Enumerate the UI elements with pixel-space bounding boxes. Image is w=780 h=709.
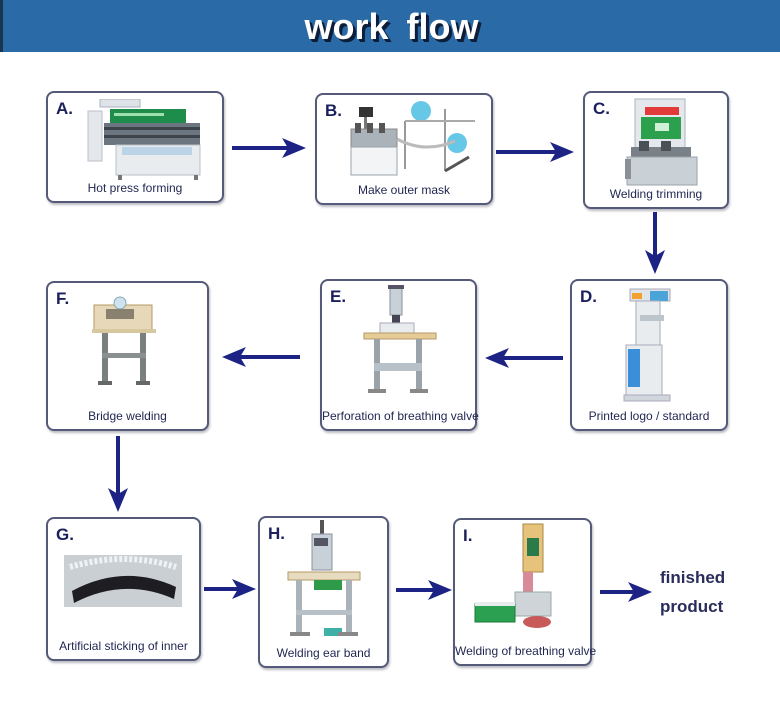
arrow-e-to-f [222,347,300,367]
step-caption: Artificial sticking of inner [59,639,188,653]
arrow-f-to-g [108,436,128,512]
step-caption: Welding of breathing valve [455,644,597,658]
arrow-c-to-d [645,212,665,274]
step-letter: H. [268,524,285,543]
pad-printing-machine-image [623,288,671,402]
header-banner: work flow [0,0,780,52]
step-g: G. Artificial sticking of inner [46,517,201,661]
finished-product-label: finished product [660,563,725,621]
step-caption: Welding trimming [609,187,703,201]
outer-mask-machine-image [350,101,475,176]
step-b: B. Make outer mask [315,93,493,205]
step-f: F. Bridge welding [46,281,209,431]
arrow-h-to-i [396,580,452,600]
finished-product-line2: product [660,597,724,616]
arrow-d-to-e [485,348,563,368]
step-letter: C. [593,99,610,118]
step-e: E. Perforation of breathing valve [320,279,479,431]
hot-press-forming-machine-image [87,99,201,180]
step-caption: Perforation of breathing valve [322,409,479,423]
arrow-b-to-c [496,142,574,162]
breathing-valve-welding-machine-image [474,523,552,628]
perforation-machine-image [363,285,437,393]
bridge-welding-machine-image [92,296,156,385]
step-d: D. Printed logo / standard [570,279,728,431]
ear-band-welding-machine-image [287,520,361,636]
step-letter: A. [56,99,73,118]
arrow-i-to-finished [600,582,652,602]
step-caption: Hot press forming [87,181,183,195]
step-caption: Welding ear band [276,646,371,660]
step-h: H. Welding ear band [258,516,389,668]
step-letter: F. [56,289,70,308]
step-letter: G. [56,525,74,544]
step-a: A. Hot press forming [46,91,224,203]
step-c: C. Welding trimming [583,91,729,209]
welding-trimming-machine-image [625,98,698,186]
inner-foam-strip-image [64,555,182,607]
step-caption: Bridge welding [88,409,167,423]
page-title: work flow [304,6,479,47]
finished-product-line1: finished [660,568,726,587]
step-caption: Printed logo / standard [588,409,710,423]
arrow-g-to-h [204,579,256,599]
arrow-a-to-b [232,138,306,158]
step-letter: E. [330,287,347,306]
step-letter: D. [580,287,597,306]
step-i: I. Welding of breathing valve [453,518,597,666]
step-caption: Make outer mask [357,183,451,197]
step-letter: B. [325,101,342,120]
step-letter: I. [463,526,473,545]
